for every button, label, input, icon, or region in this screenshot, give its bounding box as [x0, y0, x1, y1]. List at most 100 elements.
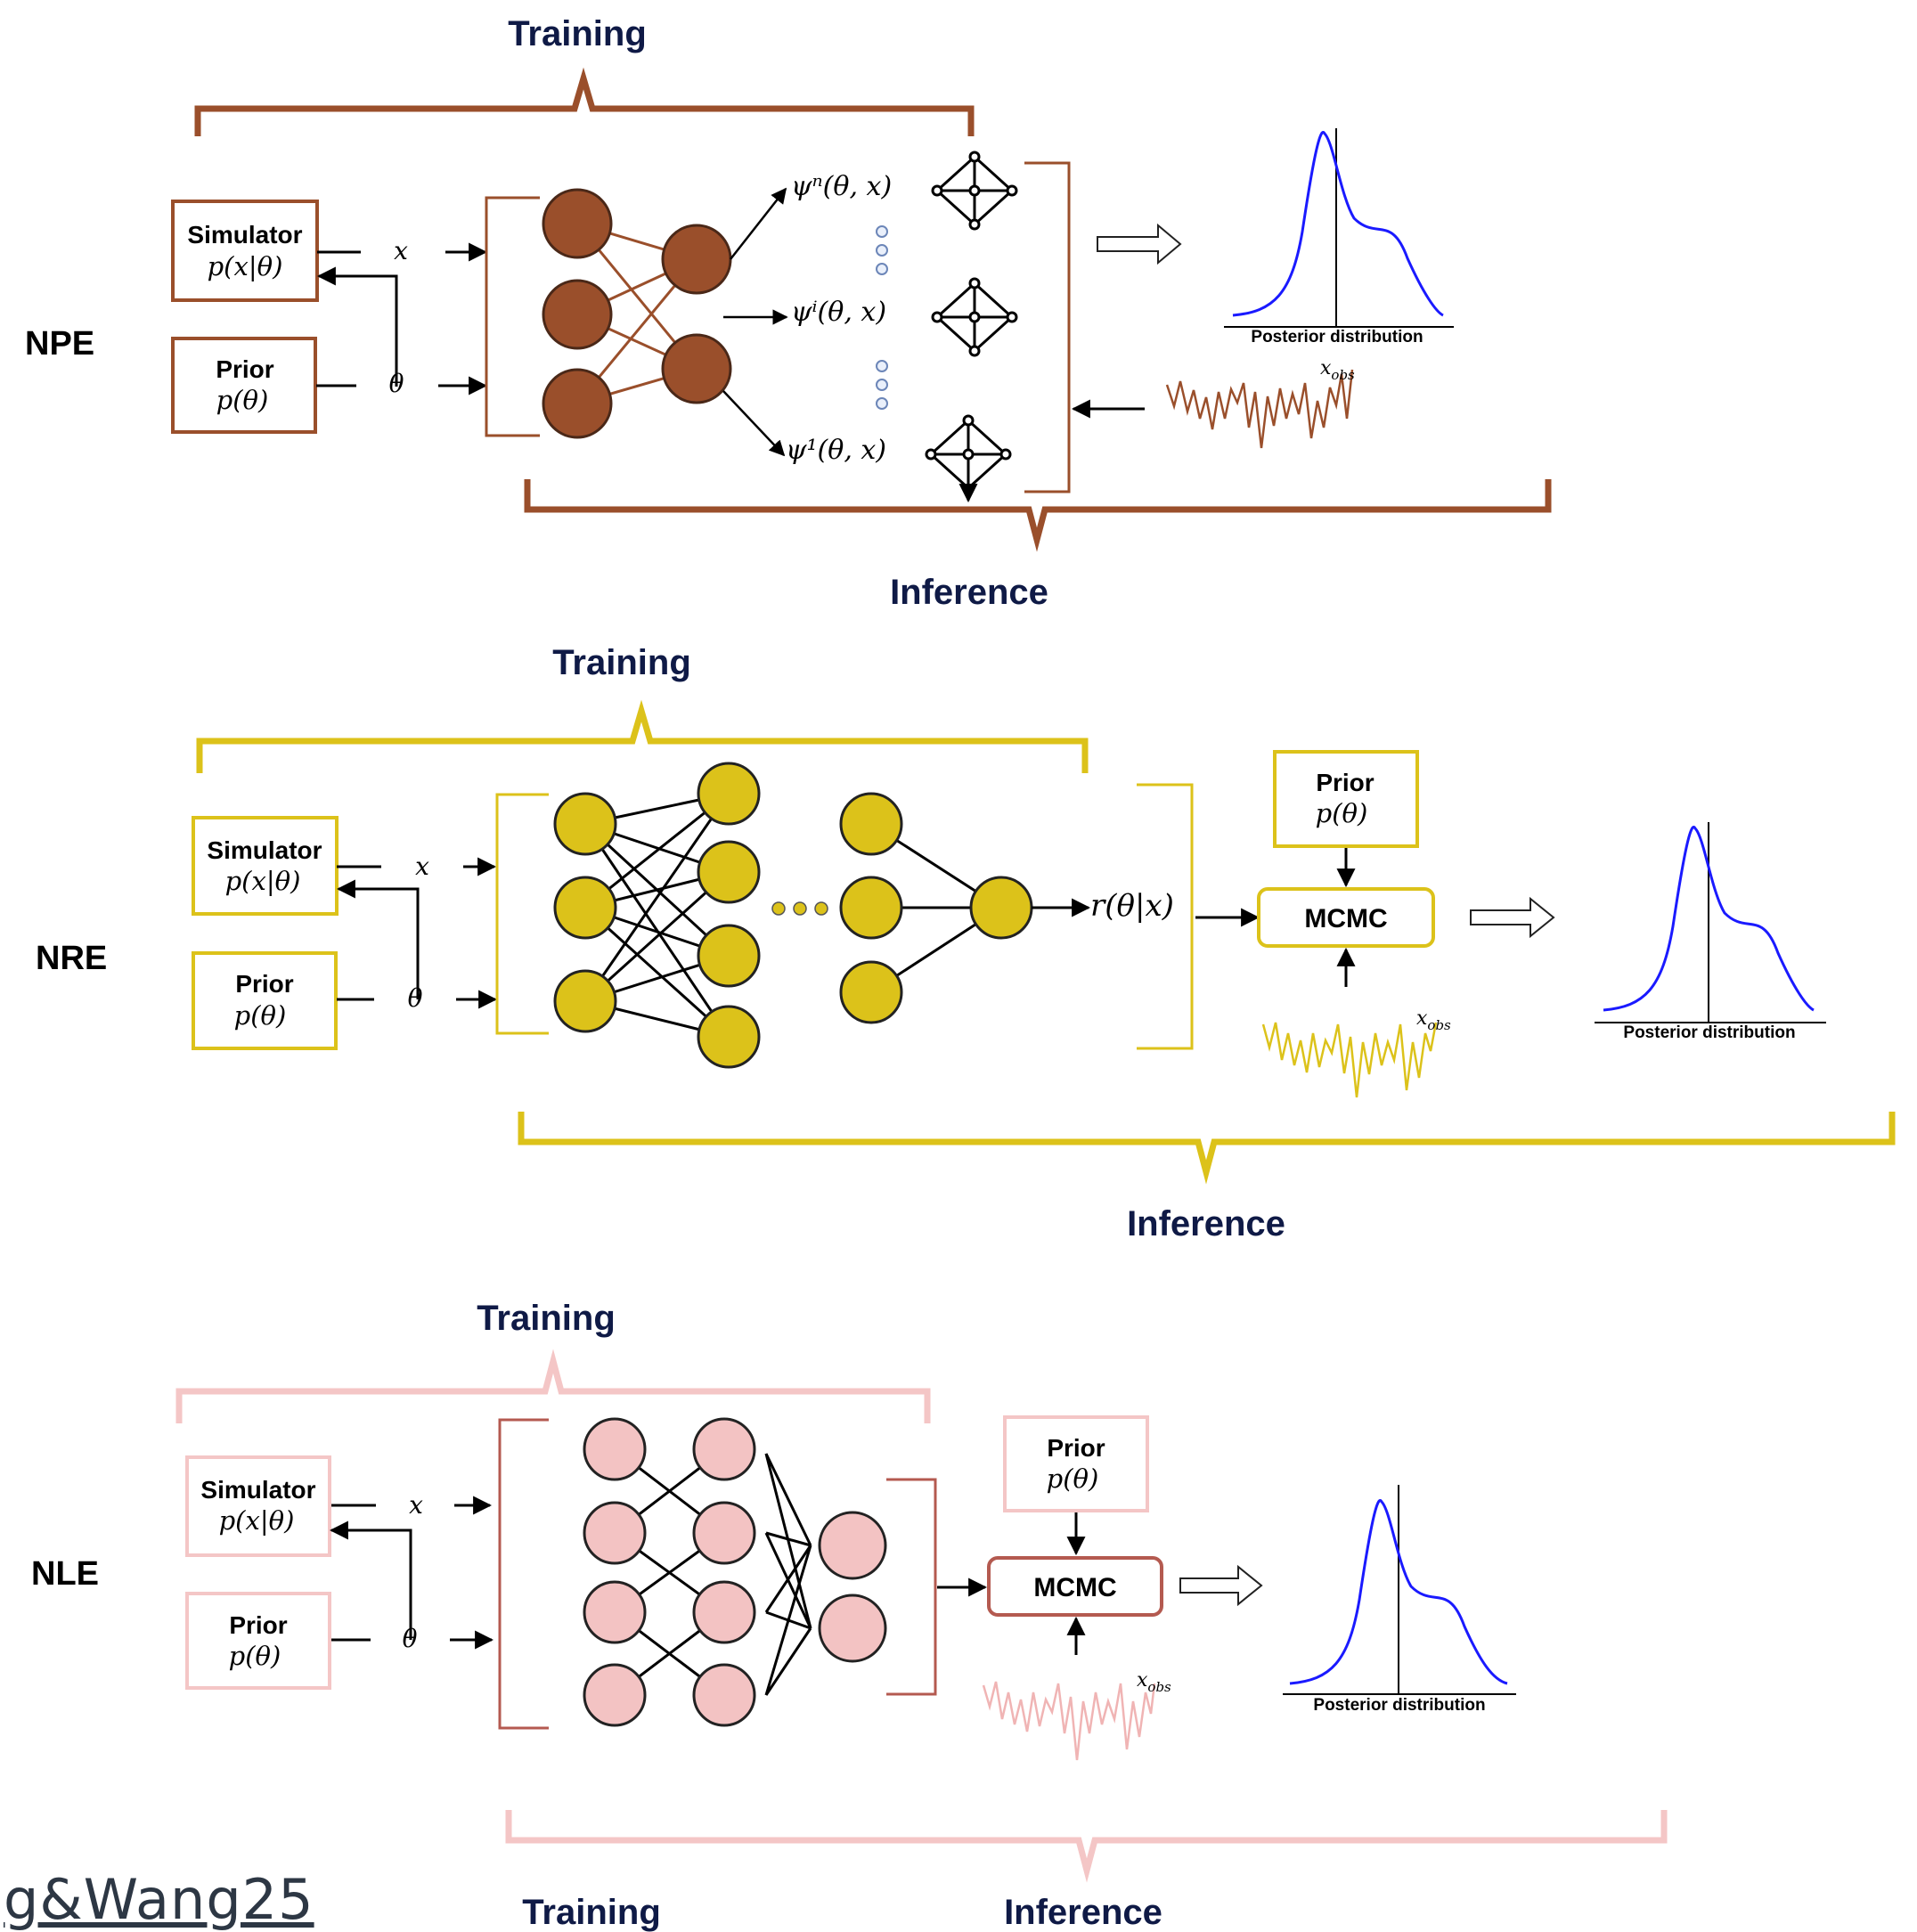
- npe-connectors: [316, 242, 488, 395]
- citation-link[interactable]: g&Wang25: [4, 1867, 314, 1932]
- nre-posterior-plot: Posterior distribution: [1595, 822, 1826, 1042]
- nre-mcmc-box: [1257, 887, 1435, 948]
- nle-prior2-title: Prior: [1047, 1434, 1105, 1462]
- nle-x-label: x: [409, 1490, 423, 1520]
- nle-node: [692, 1417, 756, 1481]
- nle-posterior-curve: [1289, 1499, 1508, 1685]
- npe-psi-i: ψⁱ(θ, x): [791, 297, 886, 328]
- npe-ellipsis-dots: [876, 225, 888, 410]
- npe-simulator-formula: p(x|θ): [208, 251, 283, 281]
- nle-output-bracket: [886, 1478, 937, 1696]
- nre-hollow-arrow: [1470, 896, 1555, 939]
- nle-node: [692, 1501, 756, 1565]
- npe-posterior-label: Posterior distribution: [1251, 328, 1423, 346]
- nre-node: [969, 876, 1033, 940]
- npe-training-brace: [194, 67, 975, 136]
- npe-obs-label: xobs: [1320, 357, 1355, 383]
- nre-section: NRE Training Simulator p(x|θ) Prior p(θ)…: [36, 643, 1896, 1243]
- nle-mcmc-label: MCMC: [1033, 1573, 1116, 1602]
- npe-simulator-box: [171, 200, 319, 302]
- nle-prior-formula: p(θ): [229, 1641, 281, 1671]
- nre-node: [697, 762, 761, 826]
- nle-node: [692, 1580, 756, 1644]
- nre-ratio-label: r(θ|x): [1090, 888, 1174, 924]
- nre-network-edges: [583, 792, 1002, 1039]
- nre-simulator-formula: p(x|θ): [225, 866, 301, 896]
- nre-node: [839, 876, 903, 940]
- nle-simulator-formula: p(x|θ): [219, 1505, 295, 1536]
- npe-posterior-curve: [1232, 131, 1444, 317]
- nre-ratio-bracket: [1137, 783, 1194, 1050]
- npe-node: [542, 188, 613, 259]
- nle-training-label: Training: [477, 1299, 616, 1338]
- nle-training-bottom-label: Training: [522, 1893, 661, 1932]
- nre-prior2-box: [1273, 750, 1419, 848]
- nre-node: [839, 960, 903, 1024]
- nre-inference-label: Inference: [1127, 1204, 1285, 1243]
- nre-node: [697, 924, 761, 988]
- npe-inference-brace: [524, 479, 1552, 552]
- nre-training-label: Training: [552, 643, 691, 682]
- npe-x-label: x: [394, 236, 408, 265]
- npe-psi-n: ψⁿ(θ, x): [791, 171, 892, 202]
- npe-section: NPE Training Simulator p(x|θ) Prior p(θ)…: [25, 14, 1552, 612]
- nre-node: [839, 792, 903, 856]
- nre-node: [553, 876, 617, 940]
- npe-theta-label: θ: [389, 369, 404, 398]
- nle-posterior-plot: Posterior distribution: [1283, 1485, 1516, 1715]
- nle-inference-brace: [505, 1810, 1668, 1883]
- nle-network-bracket: [498, 1418, 549, 1730]
- nre-prior-title: Prior: [235, 970, 293, 998]
- npe-prior-box: [171, 337, 317, 434]
- npe-node: [542, 279, 613, 350]
- nle-simulator-title: Simulator: [200, 1476, 315, 1504]
- nle-node: [583, 1663, 647, 1727]
- nre-prior-box: [192, 951, 338, 1050]
- npe-prior-formula: p(θ): [216, 385, 269, 415]
- npe-hollow-arrow: [1097, 223, 1182, 265]
- nre-obs-label: xobs: [1416, 1007, 1451, 1033]
- nre-node: [697, 840, 761, 904]
- nle-node: [583, 1501, 647, 1565]
- npe-prior-title: Prior: [216, 355, 273, 383]
- nle-prior-title: Prior: [229, 1611, 287, 1639]
- nle-hollow-arrow: [1179, 1564, 1263, 1607]
- nle-posterior-label: Posterior distribution: [1313, 1696, 1485, 1715]
- nre-connectors: [336, 857, 498, 1009]
- nre-ellipsis-dots: [771, 901, 828, 916]
- nre-prior-formula: p(θ): [234, 1000, 287, 1031]
- nle-node: [818, 1511, 887, 1580]
- npe-node: [661, 224, 732, 295]
- nre-inference-brace: [518, 1112, 1896, 1185]
- npe-psi-1: ψ¹(θ, x): [786, 435, 886, 466]
- nle-theta-label: θ: [403, 1624, 418, 1653]
- npe-observed-signal: [1165, 369, 1354, 449]
- nre-theta-label: θ: [408, 983, 423, 1013]
- npe-section-label: NPE: [25, 325, 94, 363]
- nle-inference-label: Inference: [1004, 1893, 1162, 1932]
- nle-node: [818, 1594, 887, 1663]
- nre-node: [553, 969, 617, 1033]
- nre-x-label: x: [415, 852, 429, 881]
- nre-posterior-curve: [1603, 826, 1815, 1012]
- nle-prior-box: [185, 1592, 331, 1690]
- nre-prior2-title: Prior: [1316, 769, 1374, 796]
- nle-observed-signal: [982, 1681, 1156, 1761]
- npe-posterior-plot: Posterior distribution: [1224, 128, 1454, 346]
- nre-training-brace: [196, 699, 1089, 773]
- nle-node: [583, 1580, 647, 1644]
- nle-node: [692, 1663, 756, 1727]
- nre-simulator-box: [192, 816, 339, 916]
- nle-section-label: NLE: [31, 1555, 99, 1593]
- nre-node: [553, 792, 617, 856]
- nle-network-edges: [614, 1447, 812, 1697]
- npe-flow-bracket: [1024, 161, 1071, 493]
- nle-connectors: [329, 1496, 494, 1650]
- nre-observed-signal: [1261, 1022, 1438, 1098]
- nre-node: [697, 1005, 761, 1069]
- nle-obs-label: xobs: [1137, 1669, 1171, 1695]
- nle-training-brace: [175, 1349, 931, 1423]
- nle-node: [583, 1417, 647, 1481]
- npe-training-label: Training: [508, 14, 647, 53]
- nre-simulator-title: Simulator: [207, 836, 322, 864]
